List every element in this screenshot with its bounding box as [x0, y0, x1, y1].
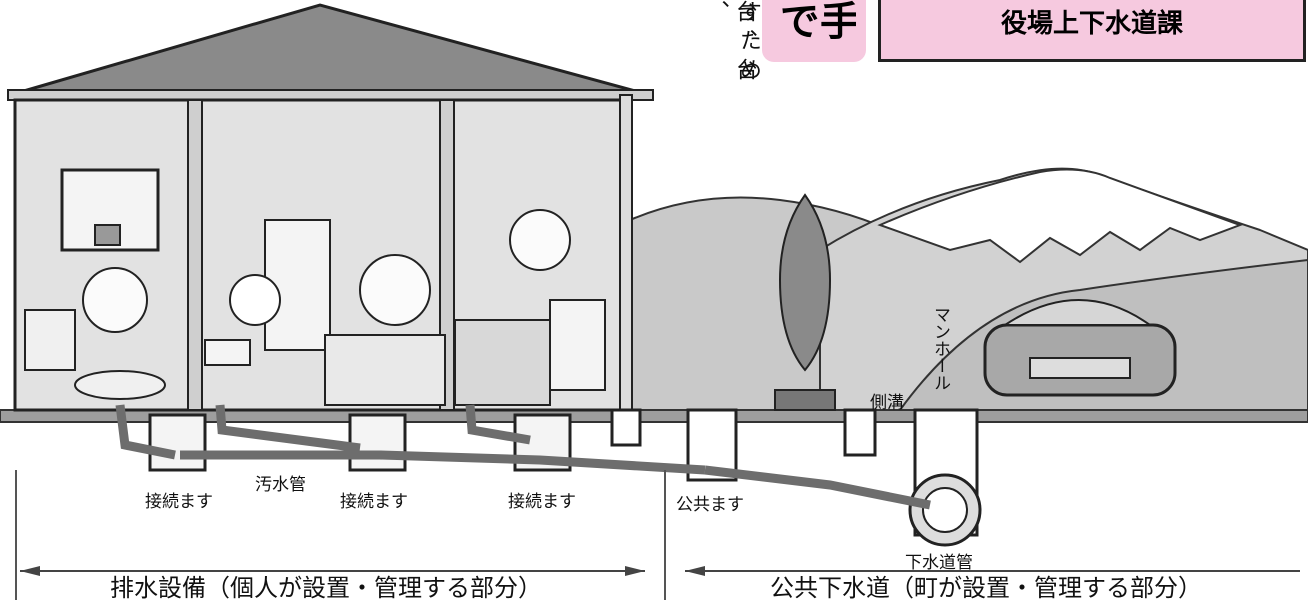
rain-box — [610, 408, 642, 447]
connection-box-2 — [348, 413, 407, 472]
label-connection-box-1: 接続ます — [145, 492, 213, 512]
section-private-label: 排水設備（個人が設置・管理する部分） — [110, 574, 542, 602]
label-side-ditch: 側溝 — [870, 393, 904, 413]
note-big-text: 手で — [776, 0, 856, 40]
note-line-1: す た め 、 — [704, 0, 761, 80]
child-shampoo — [229, 274, 281, 326]
label-sewage-pipe: 汚水管 — [255, 475, 306, 495]
label-sewer-main: 下水道管 — [905, 553, 973, 573]
note-line-2: 台 、 台 — [732, 0, 757, 80]
wall-divider-1 — [187, 99, 203, 411]
toilet-seat — [74, 370, 166, 400]
woman-kitchen — [509, 209, 571, 271]
label-manhole: マンホール — [930, 306, 950, 391]
private-arrow-left-head — [20, 566, 40, 576]
downspout — [619, 94, 633, 411]
snow-cap — [877, 168, 1243, 264]
car-grille — [1029, 357, 1131, 379]
man-bath — [359, 254, 431, 326]
bathtub — [324, 334, 446, 406]
toilet-tank — [24, 309, 76, 371]
flower-pot — [94, 224, 121, 246]
side-ditch — [843, 408, 877, 457]
washbasin — [204, 339, 251, 366]
section-public-label: 公共下水道（町が設置・管理する部分） — [770, 574, 1202, 602]
tree-planter — [774, 389, 836, 411]
label-public-box: 公共ます — [676, 495, 744, 515]
house-roof — [9, 3, 651, 97]
pipe-main-private — [180, 450, 706, 475]
pipe-to-sewer — [704, 465, 931, 510]
car-windshield — [1001, 299, 1154, 326]
private-arrow-right-head — [625, 566, 645, 576]
tree — [778, 193, 832, 372]
sink-counter — [454, 319, 551, 406]
label-connection-box-2: 接続ます — [340, 492, 408, 512]
connection-box-1 — [148, 413, 207, 472]
ground — [0, 409, 1308, 423]
note-box — [762, 0, 866, 62]
label-connection-box-3: 接続ます — [508, 492, 576, 512]
office-name: 役場上下水道課 — [1000, 9, 1183, 39]
pipe-kitchen — [465, 404, 531, 445]
pipe-bath — [215, 404, 361, 453]
pipe-toilet — [115, 404, 176, 460]
child-toilet — [82, 267, 148, 333]
sewer-main-inner — [922, 487, 968, 533]
woman-apron — [549, 299, 606, 391]
wall-divider-2 — [439, 99, 455, 411]
public-arrow-left-head — [685, 566, 705, 576]
office-box: 役場上下水道課 — [878, 0, 1306, 62]
